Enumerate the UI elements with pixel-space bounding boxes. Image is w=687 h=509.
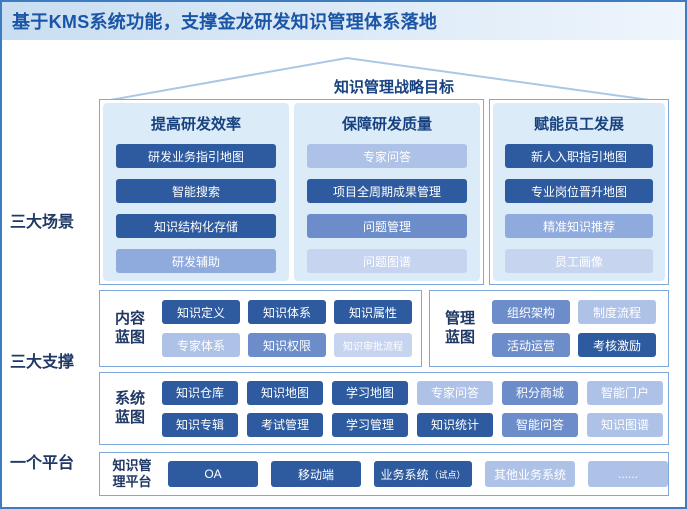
management-blueprint-box: 管理蓝图 组织架构 制度流程 活动运营 考核激励 — [429, 290, 669, 367]
column-items: 专家问答 项目全周期成果管理 问题管理 问题图谱 — [307, 144, 467, 273]
blueprint-item: 活动运营 — [492, 333, 570, 357]
platform-item-mobile: 移动端 — [271, 461, 361, 487]
blueprint-item: 智能问答 — [502, 412, 578, 437]
scenario-item: 研发辅助 — [116, 249, 276, 273]
scenario-column-efficiency: 提高研发效率 研发业务指引地图 智能搜索 知识结构化存储 研发辅助 — [103, 103, 289, 281]
column-header: 提高研发效率 — [150, 116, 241, 133]
blueprint-item: 知识权限 — [248, 333, 326, 357]
blueprint-item: 知识定义 — [162, 300, 240, 324]
platform-item-business-system: 业务系统（试点） — [374, 461, 472, 487]
platform-items: OA 移动端 业务系统（试点） 其他业务系统 ...... — [168, 461, 668, 487]
blueprint-item: 积分商城 — [502, 380, 578, 405]
blueprint-item: 专家体系 — [162, 333, 240, 357]
platform-item-suffix: （试点） — [429, 469, 466, 480]
scenario-column-development: 赋能员工发展 新人入职指引地图 专业岗位晋升地图 精准知识推荐 员工画像 — [493, 103, 665, 281]
blueprint-item: 制度流程 — [578, 300, 656, 324]
column-items: 新人入职指引地图 专业岗位晋升地图 精准知识推荐 员工画像 — [505, 144, 653, 273]
side-label-scenarios: 三大场景 — [10, 214, 75, 231]
management-blueprint-items: 组织架构 制度流程 活动运营 考核激励 — [492, 300, 656, 357]
blueprint-item: 学习管理 — [332, 412, 408, 437]
management-blueprint-label: 管理蓝图 — [444, 309, 475, 346]
blueprint-item: 学习地图 — [332, 380, 408, 405]
page-title: 基于KMS系统功能，支撑金龙研发知识管理体系落地 — [12, 12, 438, 32]
title-banner: 基于KMS系统功能，支撑金龙研发知识管理体系落地 — [2, 2, 685, 40]
content-blueprint-items: 知识定义 知识体系 知识属性 专家体系 知识权限 知识审批流程 — [162, 300, 412, 357]
blueprint-item: 知识图谱 — [587, 412, 663, 437]
blueprint-item: 专家问答 — [417, 380, 493, 405]
blueprint-item: 智能门户 — [587, 380, 663, 405]
scenario-item: 问题图谱 — [307, 249, 467, 273]
system-blueprint-label: 系统蓝图 — [114, 389, 145, 426]
content-blueprint-box: 内容蓝图 知识定义 知识体系 知识属性 专家体系 知识权限 知识审批流程 — [99, 290, 422, 367]
scenario-item: 项目全周期成果管理 — [307, 179, 467, 203]
scenario-column-quality: 保障研发质量 专家问答 项目全周期成果管理 问题管理 问题图谱 — [294, 103, 480, 281]
side-label-supports: 三大支撑 — [10, 354, 75, 371]
blueprint-item: 知识统计 — [417, 412, 493, 437]
blueprint-item: 组织架构 — [492, 300, 570, 324]
strategy-goal-label: 知识管理战略目标 — [333, 79, 454, 96]
blueprint-item: 知识地图 — [247, 380, 323, 405]
scenario-item: 知识结构化存储 — [116, 214, 276, 238]
blueprint-item: 知识专辑 — [162, 412, 238, 437]
platform-item-oa: OA — [168, 461, 258, 487]
platform-item-label: 业务系统 — [380, 467, 429, 482]
blueprint-item: 知识体系 — [248, 300, 326, 324]
column-header: 保障研发质量 — [341, 116, 432, 133]
scenario-group-right: 赋能员工发展 新人入职指引地图 专业岗位晋升地图 精准知识推荐 员工画像 — [489, 99, 669, 285]
scenario-item: 精准知识推荐 — [505, 214, 653, 238]
scenario-item: 智能搜索 — [116, 179, 276, 203]
scenario-item: 研发业务指引地图 — [116, 144, 276, 168]
scenario-item: 新人入职指引地图 — [505, 144, 653, 168]
side-label-platform: 一个平台 — [10, 455, 75, 472]
scenario-item: 专家问答 — [307, 144, 467, 168]
column-header: 赋能员工发展 — [533, 116, 624, 133]
blueprint-item: 知识仓库 — [162, 380, 238, 405]
blueprint-item: 考试管理 — [247, 412, 323, 437]
scenario-item: 专业岗位晋升地图 — [505, 179, 653, 203]
system-blueprint-box: 系统蓝图 知识仓库 知识地图 学习地图 专家问答 积分商城 智能门户 知识专辑 … — [99, 372, 669, 445]
blueprint-item: 考核激励 — [578, 333, 656, 357]
system-blueprint-items: 知识仓库 知识地图 学习地图 专家问答 积分商城 智能门户 知识专辑 考试管理 … — [162, 380, 663, 437]
content-blueprint-label: 内容蓝图 — [114, 309, 145, 346]
scenario-item: 问题管理 — [307, 214, 467, 238]
blueprint-item: 知识审批流程 — [334, 333, 412, 357]
scenario-group-left: 提高研发效率 研发业务指引地图 智能搜索 知识结构化存储 研发辅助 保障研发质量… — [99, 99, 484, 285]
platform-label: 知识管理平台 — [112, 457, 152, 489]
scenario-item: 员工画像 — [505, 249, 653, 273]
platform-item-ellipsis: ...... — [588, 461, 668, 487]
platform-box: 知识管理平台 OA 移动端 业务系统（试点） 其他业务系统 ...... — [99, 452, 669, 496]
column-items: 研发业务指引地图 智能搜索 知识结构化存储 研发辅助 — [116, 144, 276, 273]
blueprint-item: 知识属性 — [334, 300, 412, 324]
platform-item-other-systems: 其他业务系统 — [485, 461, 575, 487]
